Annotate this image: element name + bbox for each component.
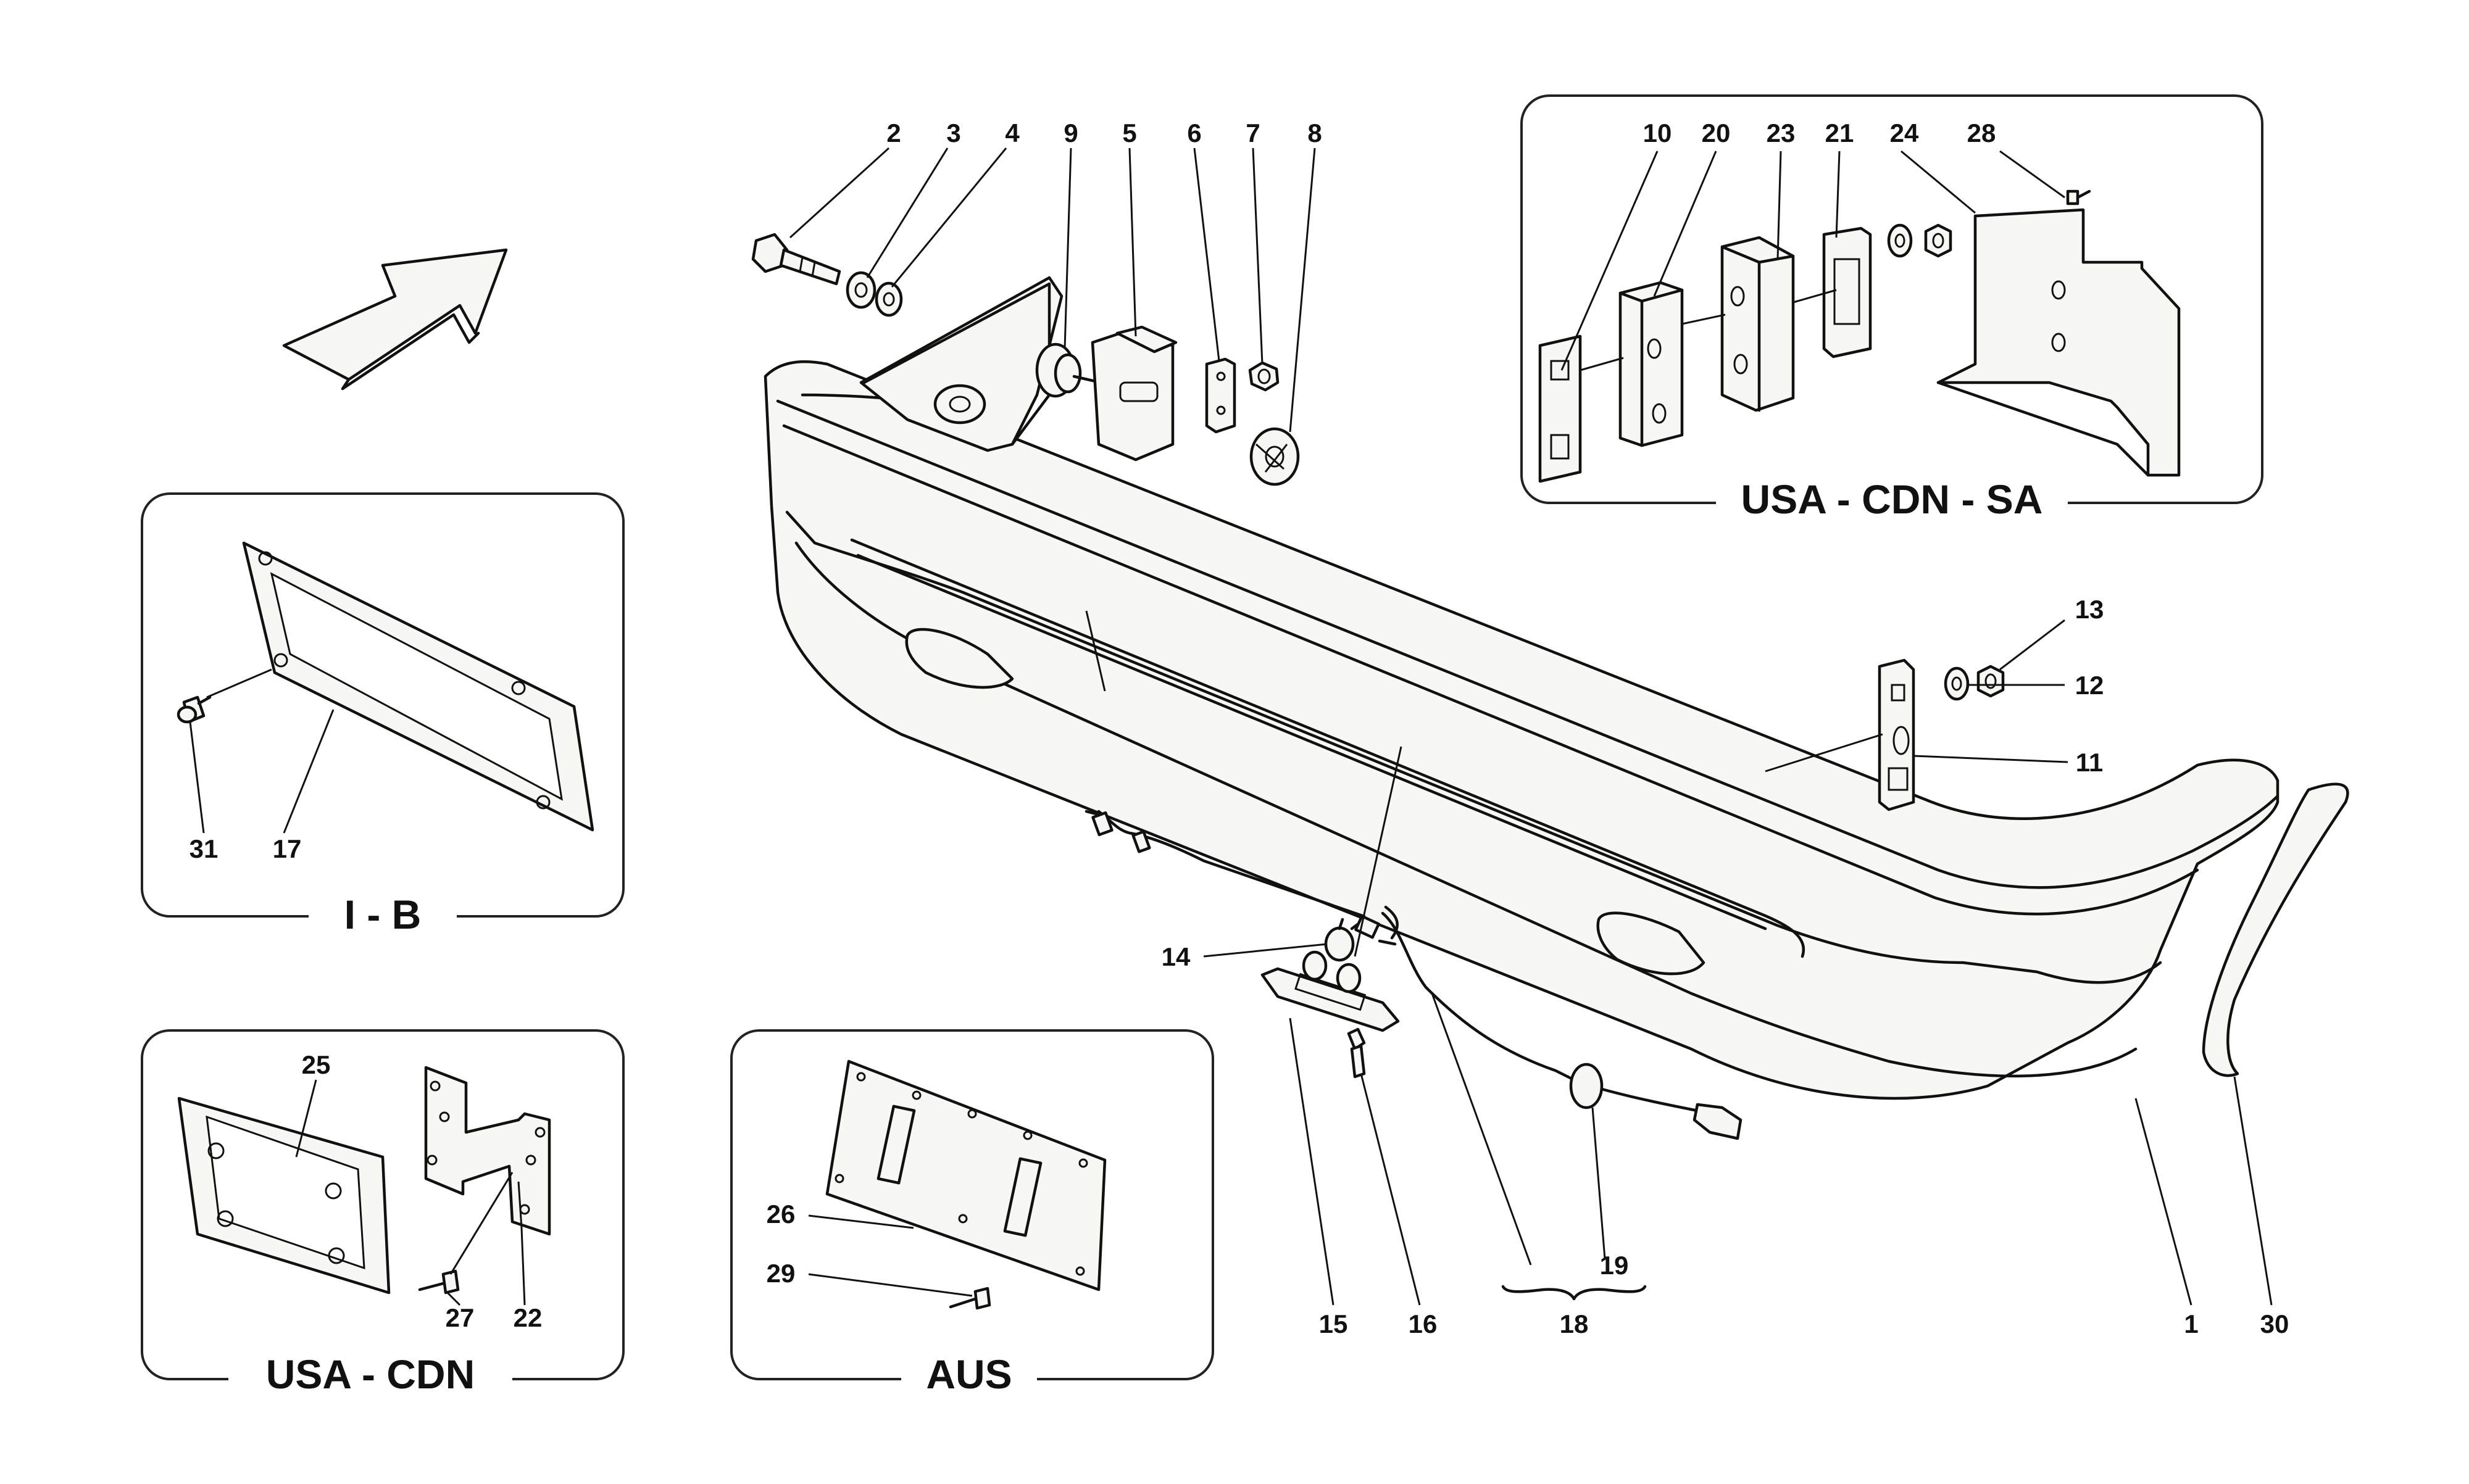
callout-23: 23 — [1767, 118, 1796, 147]
license-lamp-15 — [1260, 950, 1400, 1032]
callout-11: 11 — [2076, 748, 2103, 777]
mounting-bracket — [859, 276, 1064, 452]
callout-10: 10 — [1643, 118, 1672, 147]
inset-label-usa-cdn: USA - CDN — [266, 1351, 475, 1397]
wiring-harness-19 — [1085, 810, 1742, 1140]
callout-27: 27 — [446, 1303, 475, 1332]
screw-31 — [177, 695, 212, 724]
inset-aus: AUS 26 29 — [730, 1029, 1214, 1398]
nut-7 — [1248, 361, 1280, 392]
washer-3 — [846, 271, 876, 309]
bracket-5 — [1091, 325, 1178, 462]
main-leaders — [789, 147, 2273, 1306]
screw-28 — [2066, 189, 2091, 205]
callout-31: 31 — [189, 834, 219, 863]
inset-label-usa-cdn-sa: USA - CDN - SA — [1741, 476, 2043, 522]
bracket-23 — [1720, 236, 1795, 412]
rear-bumper-1 — [764, 360, 2280, 1100]
clip-21 — [1822, 226, 1872, 359]
callout-21: 21 — [1825, 118, 1854, 147]
plate-bracket-24 — [1936, 208, 2181, 477]
callout-29: 29 — [767, 1259, 796, 1288]
callout-20: 20 — [1702, 118, 1731, 147]
rubber-mount-8 — [1249, 427, 1300, 486]
callout-19: 19 — [1600, 1251, 1629, 1280]
callout-15: 15 — [1319, 1309, 1348, 1338]
callout-3: 3 — [946, 118, 960, 147]
direction-arrow-icon — [282, 248, 508, 391]
callout-8: 8 — [1307, 118, 1322, 147]
inset-i-b: I - B 31 17 — [141, 492, 625, 938]
plate-holder-26 — [825, 1059, 1107, 1291]
callout-24: 24 — [1890, 118, 1919, 147]
callout-9: 9 — [1064, 118, 1078, 147]
plate-frame-17 — [242, 541, 594, 832]
inset-label-aus: AUS — [926, 1351, 1012, 1397]
main-callouts: 2 3 4 9 5 6 7 8 13 12 11 14 15 16 19 18 … — [886, 118, 2289, 1338]
clip-6 — [1205, 357, 1236, 434]
callout-26: 26 — [767, 1200, 796, 1229]
callout-16: 16 — [1409, 1309, 1438, 1338]
buffer-9 — [1035, 342, 1097, 398]
spacer-20 — [1618, 281, 1684, 447]
bolt-2 — [751, 233, 841, 286]
callout-13: 13 — [2075, 595, 2104, 624]
callout-2: 2 — [886, 118, 901, 147]
callout-12: 12 — [2075, 671, 2104, 700]
callout-14: 14 — [1162, 942, 1191, 971]
inset-label-i-b: I - B — [344, 892, 422, 937]
plate-frame-25 — [177, 1096, 391, 1295]
callout-4: 4 — [1005, 118, 1020, 147]
callout-6: 6 — [1187, 118, 1201, 147]
callout-18: 18 — [1560, 1309, 1589, 1338]
callout-30: 30 — [2260, 1309, 2289, 1338]
inset-usa-cdn-sa: USA - CDN - SA — [1520, 94, 2263, 524]
bracket-11 — [1878, 658, 1915, 811]
inset-usa-cdn: USA - CDN 25 27 22 — [141, 1029, 625, 1398]
callout-1: 1 — [2184, 1309, 2198, 1338]
callout-7: 7 — [1246, 118, 1260, 147]
screw-16 — [1347, 1027, 1366, 1079]
washer-4 — [875, 281, 903, 317]
callout-5: 5 — [1122, 118, 1136, 147]
callout-17: 17 — [273, 834, 302, 863]
plate-bracket-10 — [1538, 334, 1582, 483]
screw-29 — [949, 1287, 991, 1310]
nut-13 — [1976, 665, 2005, 698]
side-trim-30 — [2202, 782, 2349, 1077]
washer-12 — [1944, 666, 1970, 701]
callout-22: 22 — [514, 1303, 543, 1332]
callout-28: 28 — [1967, 118, 1996, 147]
washer-nut-24 — [1887, 223, 1952, 258]
callout-25: 25 — [302, 1050, 331, 1079]
